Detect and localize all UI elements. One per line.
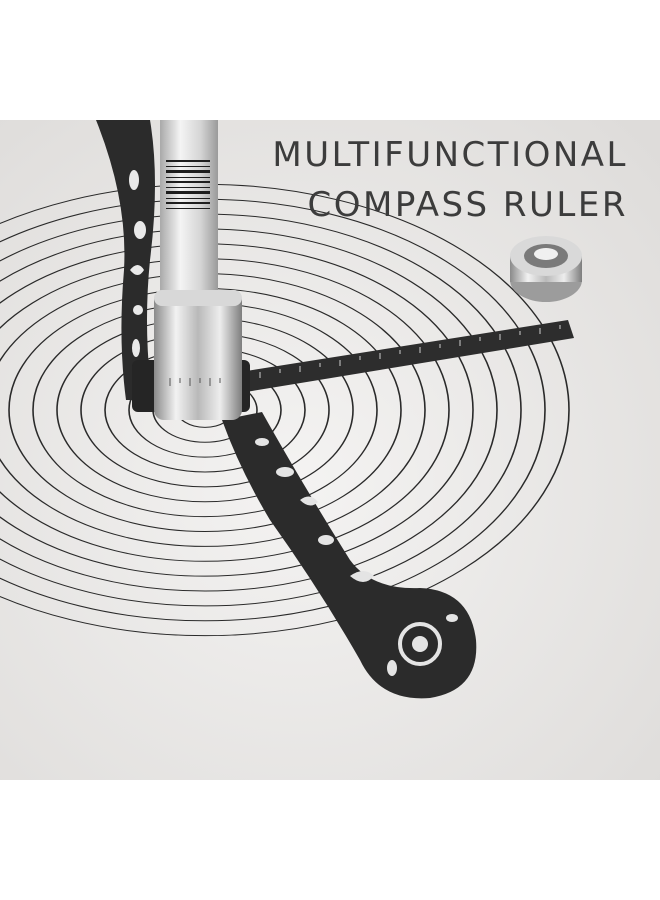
- product-photo: [0, 120, 660, 780]
- chrome-pen-holder: [154, 290, 242, 420]
- product-headline: MULTIFUNCTIONAL COMPASS RULER: [208, 130, 628, 230]
- headline-line-1: MULTIFUNCTIONAL: [272, 135, 628, 175]
- spare-chrome-cap: [510, 236, 582, 302]
- straight-ruler-arm: [240, 320, 574, 392]
- french-curve-arm: [222, 412, 477, 699]
- curved-ruler-arm: [96, 120, 155, 400]
- pen-body: [160, 120, 218, 310]
- headline-line-2: COMPASS RULER: [307, 185, 628, 225]
